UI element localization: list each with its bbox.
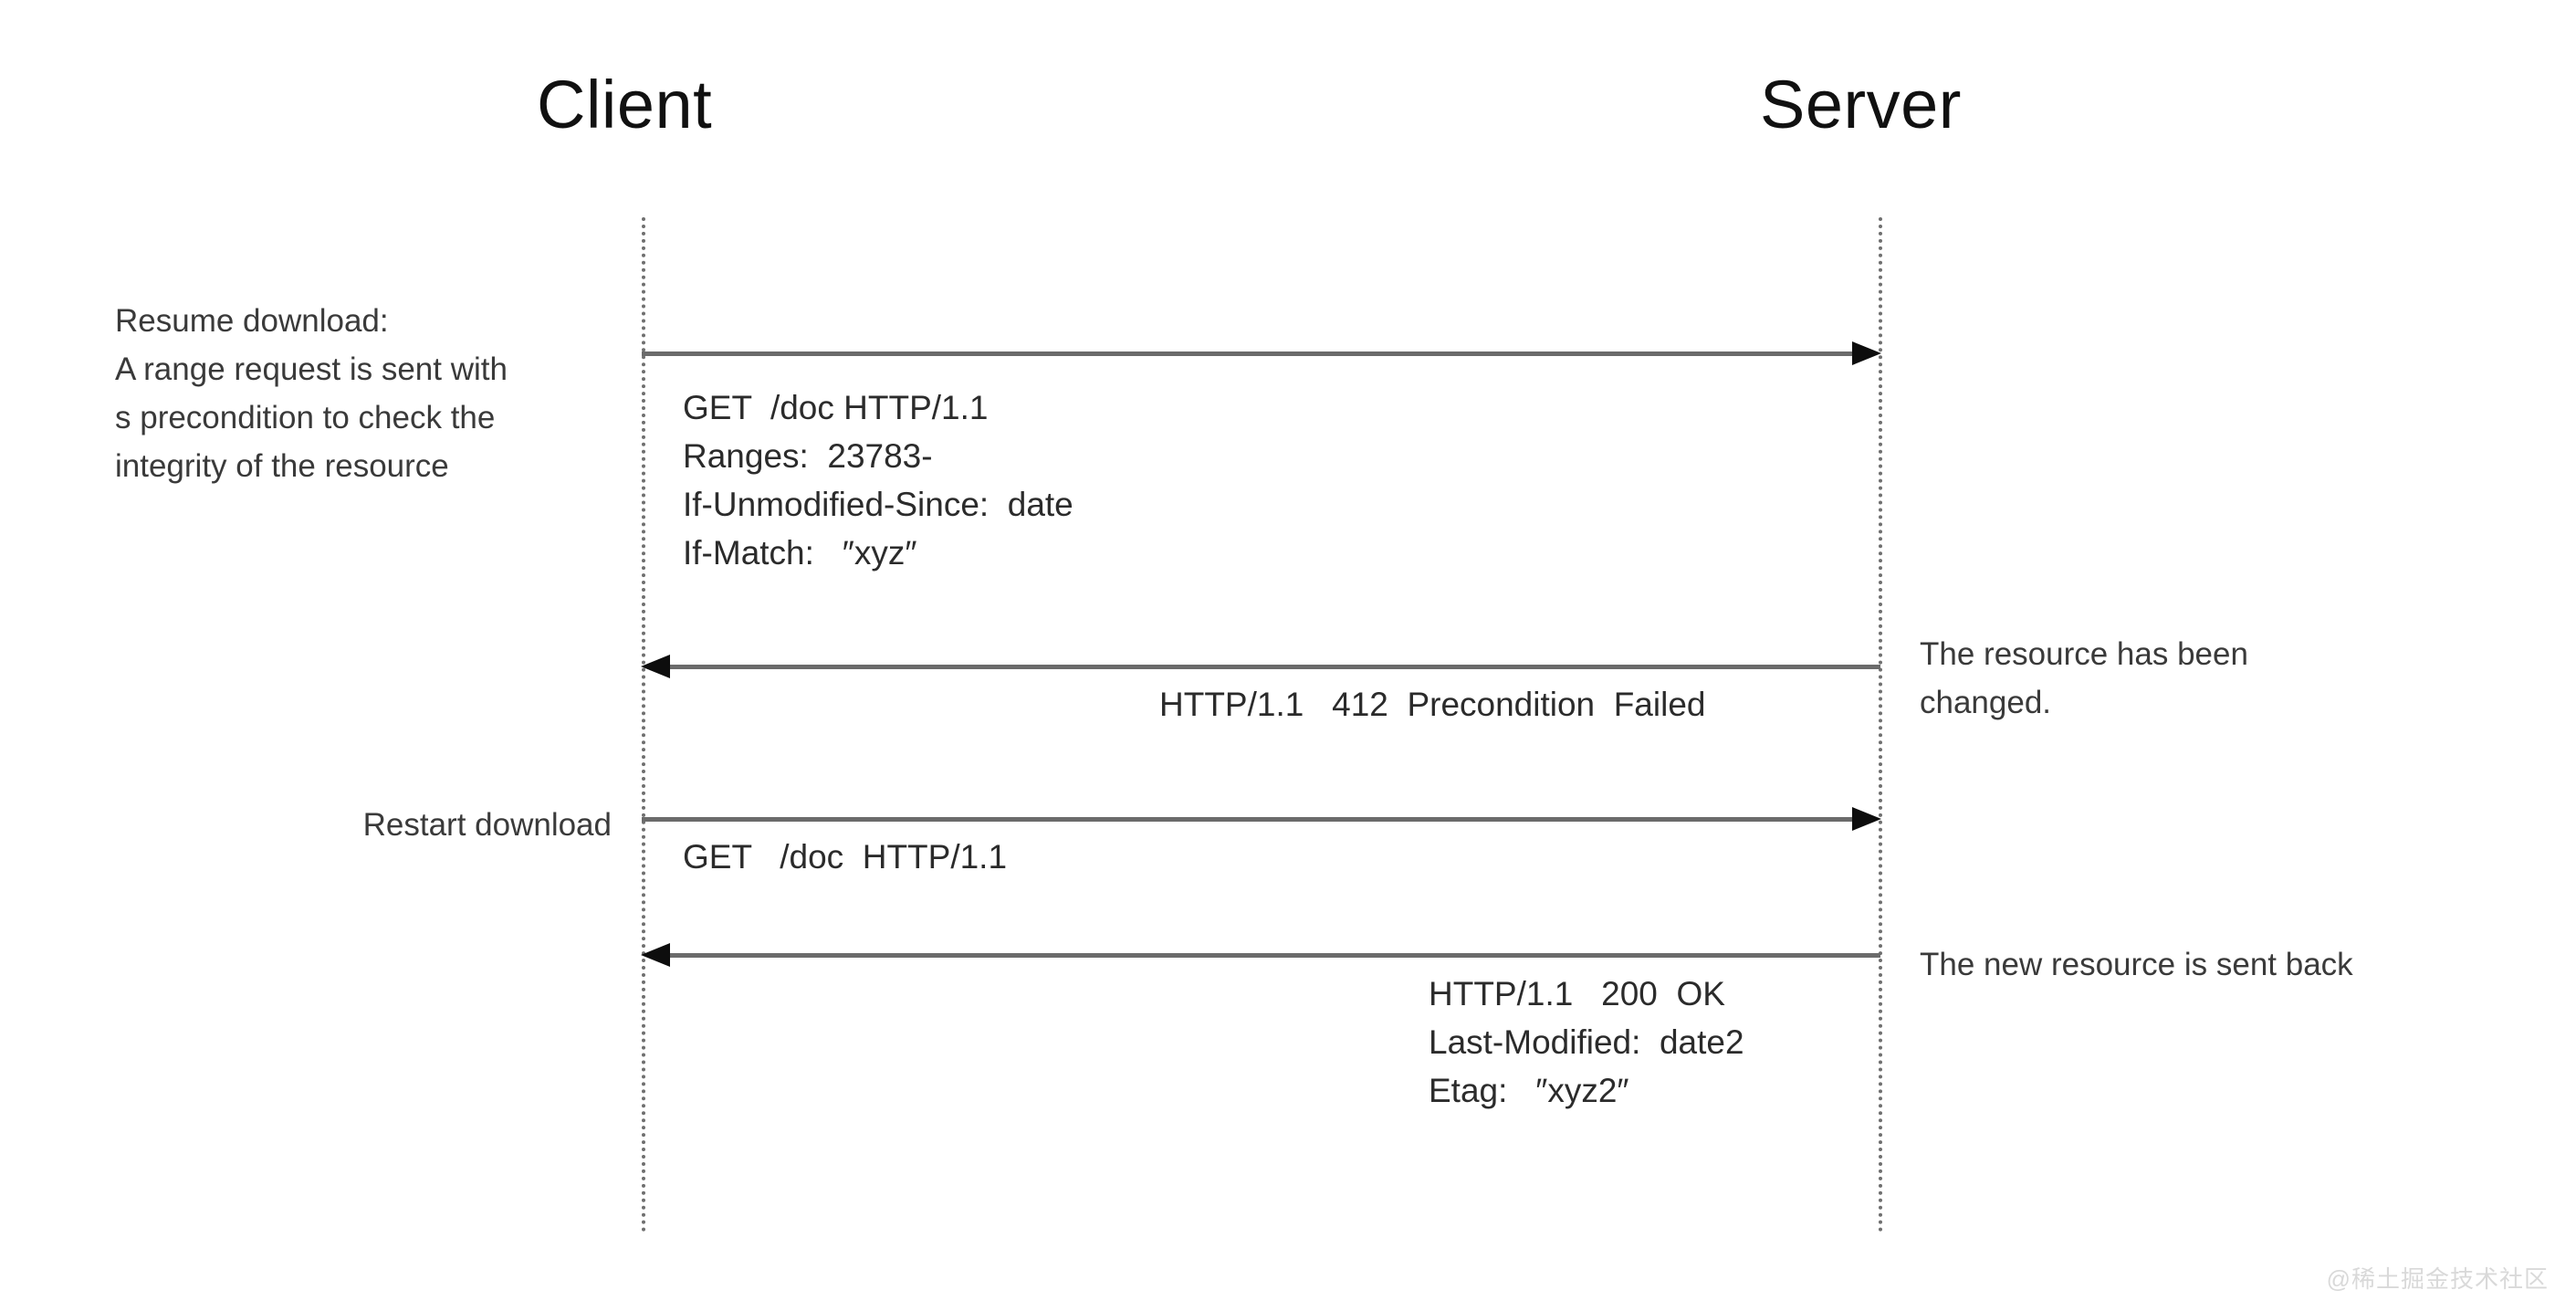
message-arrow-request-1 — [642, 341, 1881, 365]
arrowhead-right-icon — [1852, 341, 1881, 365]
message-text-request-2: GET /doc HTTP/1.1 — [683, 838, 1008, 876]
participant-client-label: Client — [537, 67, 713, 142]
lifeline-server — [1879, 217, 1882, 1232]
arrowhead-right-icon — [1852, 807, 1881, 831]
arrowhead-left-icon — [641, 943, 670, 967]
note-restart-download: Restart download — [362, 807, 612, 843]
message-arrow-response-412 — [641, 655, 1880, 678]
arrow-shaft — [664, 665, 1880, 669]
arrowhead-left-icon — [641, 655, 670, 678]
message-arrow-response-200 — [641, 943, 1880, 967]
note-resource-changed: The resource has been changed. — [1920, 636, 2248, 720]
lifeline-client — [642, 217, 645, 1232]
message-text-response-412: HTTP/1.1 412 Precondition Failed — [1159, 686, 1706, 723]
message-text-response-200: HTTP/1.1 200 OK Last-Modified: date2 Eta… — [1429, 975, 1744, 1109]
message-text-request-1: GET /doc HTTP/1.1 Ranges: 23783- If-Unmo… — [683, 389, 1073, 572]
participant-server-label: Server — [1760, 67, 1962, 142]
note-resume-download: Resume download: A range request is sent… — [115, 303, 508, 484]
message-arrow-request-2 — [642, 807, 1881, 831]
arrow-shaft — [664, 953, 1880, 958]
note-new-resource-sent: The new resource is sent back — [1920, 947, 2353, 982]
arrow-shaft — [642, 351, 1859, 356]
watermark: @稀土掘金技术社区 — [2326, 1265, 2549, 1293]
arrow-shaft — [642, 817, 1859, 822]
